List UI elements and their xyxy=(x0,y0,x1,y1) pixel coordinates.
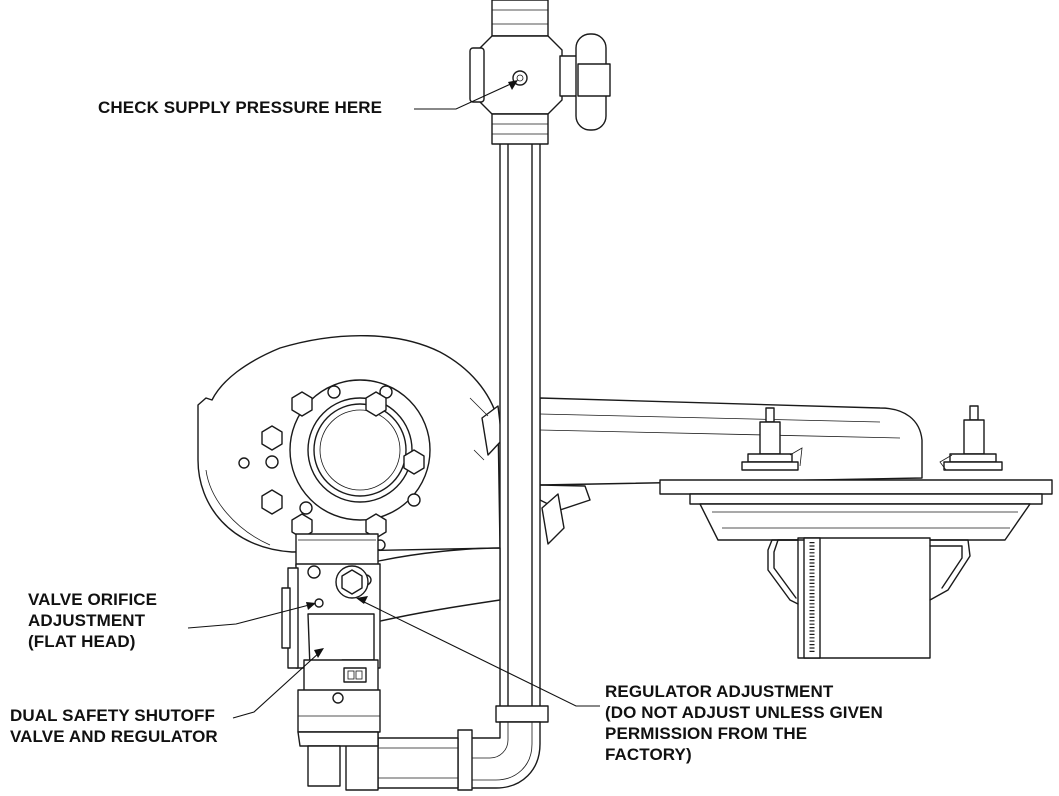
label-line: CHECK SUPPLY PRESSURE HERE xyxy=(98,98,383,117)
label-line: FACTORY) xyxy=(605,745,692,764)
label-line: ADJUSTMENT xyxy=(28,611,146,630)
burner-plate xyxy=(659,479,1053,541)
label-line: (FLAT HEAD) xyxy=(28,632,136,651)
igniter-left xyxy=(741,407,803,471)
label-dual-safety-shutoff: DUAL SAFETY SHUTOFF VALVE AND REGULATOR xyxy=(10,705,218,747)
label-line: (DO NOT ADJUST UNLESS GIVEN xyxy=(605,703,883,722)
supply-valve xyxy=(469,0,611,145)
burner-arm xyxy=(539,397,923,511)
gas-riser xyxy=(499,139,541,717)
gas-valve-body xyxy=(281,533,501,787)
igniter-right xyxy=(939,405,1003,471)
label-line: REGULATOR ADJUSTMENT xyxy=(605,682,834,701)
label-regulator-adjustment: REGULATOR ADJUSTMENT (DO NOT ADJUST UNLE… xyxy=(605,681,883,765)
label-line: DUAL SAFETY SHUTOFF xyxy=(10,706,215,725)
label-line: VALVE ORIFICE xyxy=(28,590,158,609)
outlet-flange xyxy=(238,379,431,551)
label-line: VALVE AND REGULATOR xyxy=(10,727,218,746)
label-valve-orifice: VALVE ORIFICE ADJUSTMENT (FLAT HEAD) xyxy=(28,589,157,652)
leader-lines xyxy=(187,80,600,719)
combustion-tube xyxy=(767,537,971,659)
label-check-supply-pressure: CHECK SUPPLY PRESSURE HERE xyxy=(98,97,382,118)
lower-elbow xyxy=(345,705,549,791)
label-line: PERMISSION FROM THE xyxy=(605,724,808,743)
